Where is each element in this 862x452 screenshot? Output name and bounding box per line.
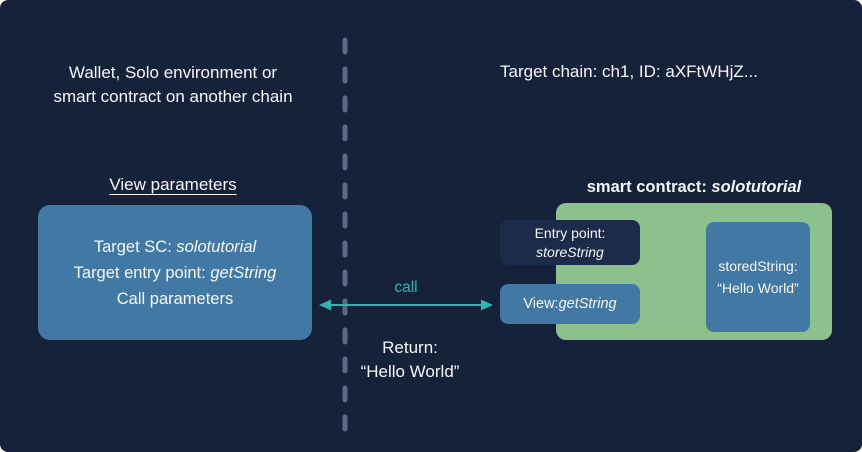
entry-point-box: Entry point: storeString: [500, 220, 640, 265]
left-header: Wallet, Solo environment or smart contra…: [20, 61, 326, 109]
return-text: Return: “Hello World”: [330, 336, 490, 384]
target-chain-header: Target chain: ch1, ID: aXFtWHjZ...: [500, 62, 758, 81]
target-sc-prefix: Target SC:: [93, 237, 177, 256]
view-getstring-box: View: getString: [500, 284, 640, 324]
target-entry-point-value: getString: [210, 263, 277, 282]
call-label: call: [394, 279, 418, 296]
target-sc-value: solotutorial: [176, 237, 257, 256]
target-entry-point-prefix: Target entry point:: [73, 263, 211, 282]
smart-contract-title: smart contract: solotutorial: [556, 178, 832, 197]
smart-contract-name: solotutorial: [711, 178, 802, 196]
stored-string-label: storedString:: [718, 258, 798, 274]
call-arrow: [319, 299, 493, 311]
return-label: Return:: [382, 338, 438, 357]
stored-string-box: storedString: “Hello World”: [706, 222, 810, 332]
entry-point-value: storeString: [536, 243, 604, 260]
left-header-line1: Wallet, Solo environment or: [68, 63, 278, 82]
return-value: “Hello World”: [360, 362, 460, 381]
entry-point-label: Entry point:: [534, 224, 606, 241]
call-parameters-line: Call parameters: [116, 289, 234, 308]
view-label: View:: [523, 296, 559, 312]
target-sc-line: Target SC: solotutorial: [94, 234, 256, 260]
target-entry-point-line: Target entry point: getString: [74, 260, 277, 286]
smart-contract-prefix: smart contract:: [586, 178, 712, 196]
view-parameters-title: View parameters: [109, 175, 237, 194]
view-value: getString: [558, 296, 617, 312]
view-parameters-box: Target SC: solotutorial Target entry poi…: [38, 205, 312, 340]
left-header-line2: smart contract on another chain: [53, 87, 293, 106]
stored-string-value: “Hello World”: [717, 280, 799, 296]
